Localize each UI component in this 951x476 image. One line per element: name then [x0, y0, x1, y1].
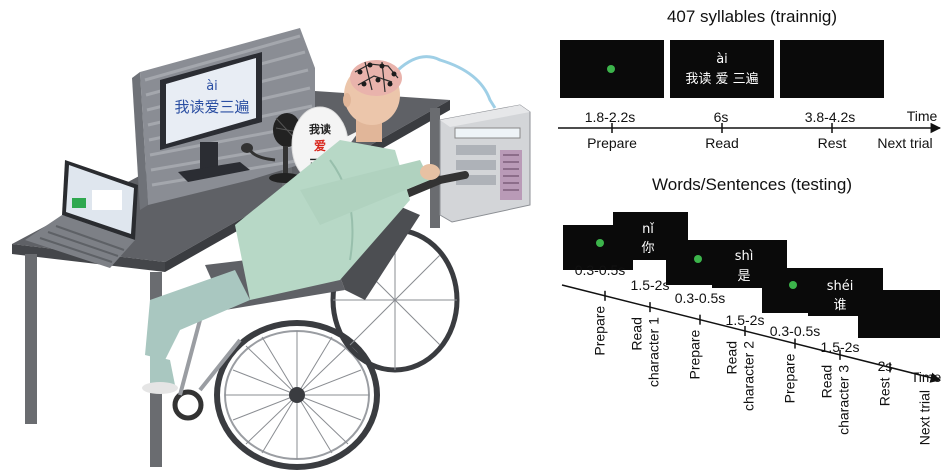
- monitor: ài 我读爱三遍: [160, 52, 262, 182]
- testing-duration-2: 1.5-2s: [631, 277, 670, 293]
- training-screen-chinese: 我读 爱 三遍: [685, 71, 758, 87]
- testing-phase-label: Next trial: [917, 390, 933, 445]
- training-screen-pinyin: ài: [716, 52, 728, 67]
- testing-char2-hanzi: 是: [737, 269, 750, 284]
- participant: [142, 60, 440, 394]
- testing-phase-8: Next trial: [917, 390, 933, 445]
- training-phase-rest: Rest: [818, 135, 847, 151]
- testing-phase-1: Prepare: [592, 306, 608, 356]
- electrode-cable: [396, 55, 497, 109]
- testing-duration-1: 0.3-0.5s: [575, 262, 626, 278]
- testing-phase-label: Rest: [877, 377, 893, 406]
- bubble-line1: 我读: [309, 122, 331, 136]
- testing-char3-pinyin: shéi: [827, 279, 854, 294]
- testing-duration-5: 0.3-0.5s: [770, 323, 821, 339]
- testing-phase-label: character 2: [741, 341, 757, 411]
- testing-durations: 0.3-0.5s1.5-2s0.3-0.5s1.5-2s0.3-0.5s1.5-…: [575, 262, 893, 374]
- training-panel: 407 syllables (trainnig) ài 我读 爱 三遍 1.8-…: [558, 7, 942, 151]
- training-duration-rest: 3.8-4.2s: [805, 109, 856, 125]
- training-phase-next-trial: Next trial: [877, 135, 932, 151]
- fixation-dot: [694, 255, 702, 263]
- training-duration-prepare: 1.8-2.2s: [585, 109, 636, 125]
- testing-char1-pinyin: nǐ: [642, 222, 654, 237]
- training-phase-read: Read: [705, 135, 738, 151]
- testing-char2-pinyin: shì: [735, 249, 754, 264]
- training-duration-read: 6s: [714, 109, 729, 125]
- fixation-dot: [789, 281, 797, 289]
- bubble-line2: 爱: [314, 138, 326, 153]
- testing-char1-hanzi: 你: [641, 241, 654, 256]
- testing-phase-label: character 1: [646, 317, 662, 387]
- training-phase-prepare: Prepare: [587, 135, 637, 151]
- testing-phase-label: Read: [724, 341, 740, 374]
- monitor-chinese: 我读爱三遍: [174, 98, 249, 116]
- training-axis-label: Time: [907, 108, 938, 124]
- testing-title: Words/Sentences (testing): [652, 175, 852, 194]
- testing-phase-label: Prepare: [592, 306, 608, 356]
- testing-panel: Words/Sentences (testing) nǐ 你 shì 是 shé…: [561, 175, 942, 446]
- fixation-dot: [607, 65, 615, 73]
- fixation-dot: [596, 239, 604, 247]
- testing-phase-label: Read: [819, 365, 835, 398]
- training-ticks: [611, 123, 833, 133]
- testing-axis-label: Time: [911, 369, 942, 385]
- testing-phase-3: Prepare: [687, 329, 703, 379]
- training-title: 407 syllables (trainnig): [667, 7, 837, 26]
- testing-phase-label: Prepare: [782, 353, 798, 403]
- testing-duration-6: 1.5-2s: [821, 339, 860, 355]
- experiment-illustration: ài 我读爱三遍 我读 爱 三遍: [12, 28, 531, 470]
- testing-duration-4: 1.5-2s: [726, 312, 765, 328]
- eeg-amplifier: [439, 104, 531, 223]
- training-screen-rest: [780, 40, 884, 98]
- testing-screen-rest: [858, 290, 940, 338]
- testing-duration-7: 2s: [878, 358, 893, 374]
- testing-phase-7: Rest: [877, 377, 893, 406]
- training-screen-prepare: [560, 40, 664, 98]
- testing-phase-5: Prepare: [782, 353, 798, 403]
- testing-phase-label: character 3: [836, 365, 852, 435]
- testing-phase-label: Prepare: [687, 329, 703, 379]
- testing-ticks: [604, 290, 891, 373]
- monitor-pinyin: ài: [206, 79, 218, 94]
- testing-time-axis: [561, 284, 942, 383]
- testing-duration-3: 0.3-0.5s: [675, 290, 726, 306]
- training-screen-read: ài 我读 爱 三遍: [670, 40, 774, 98]
- testing-phase-label: Read: [629, 317, 645, 350]
- testing-char3-hanzi: 谁: [833, 298, 846, 313]
- laptop: [25, 160, 138, 268]
